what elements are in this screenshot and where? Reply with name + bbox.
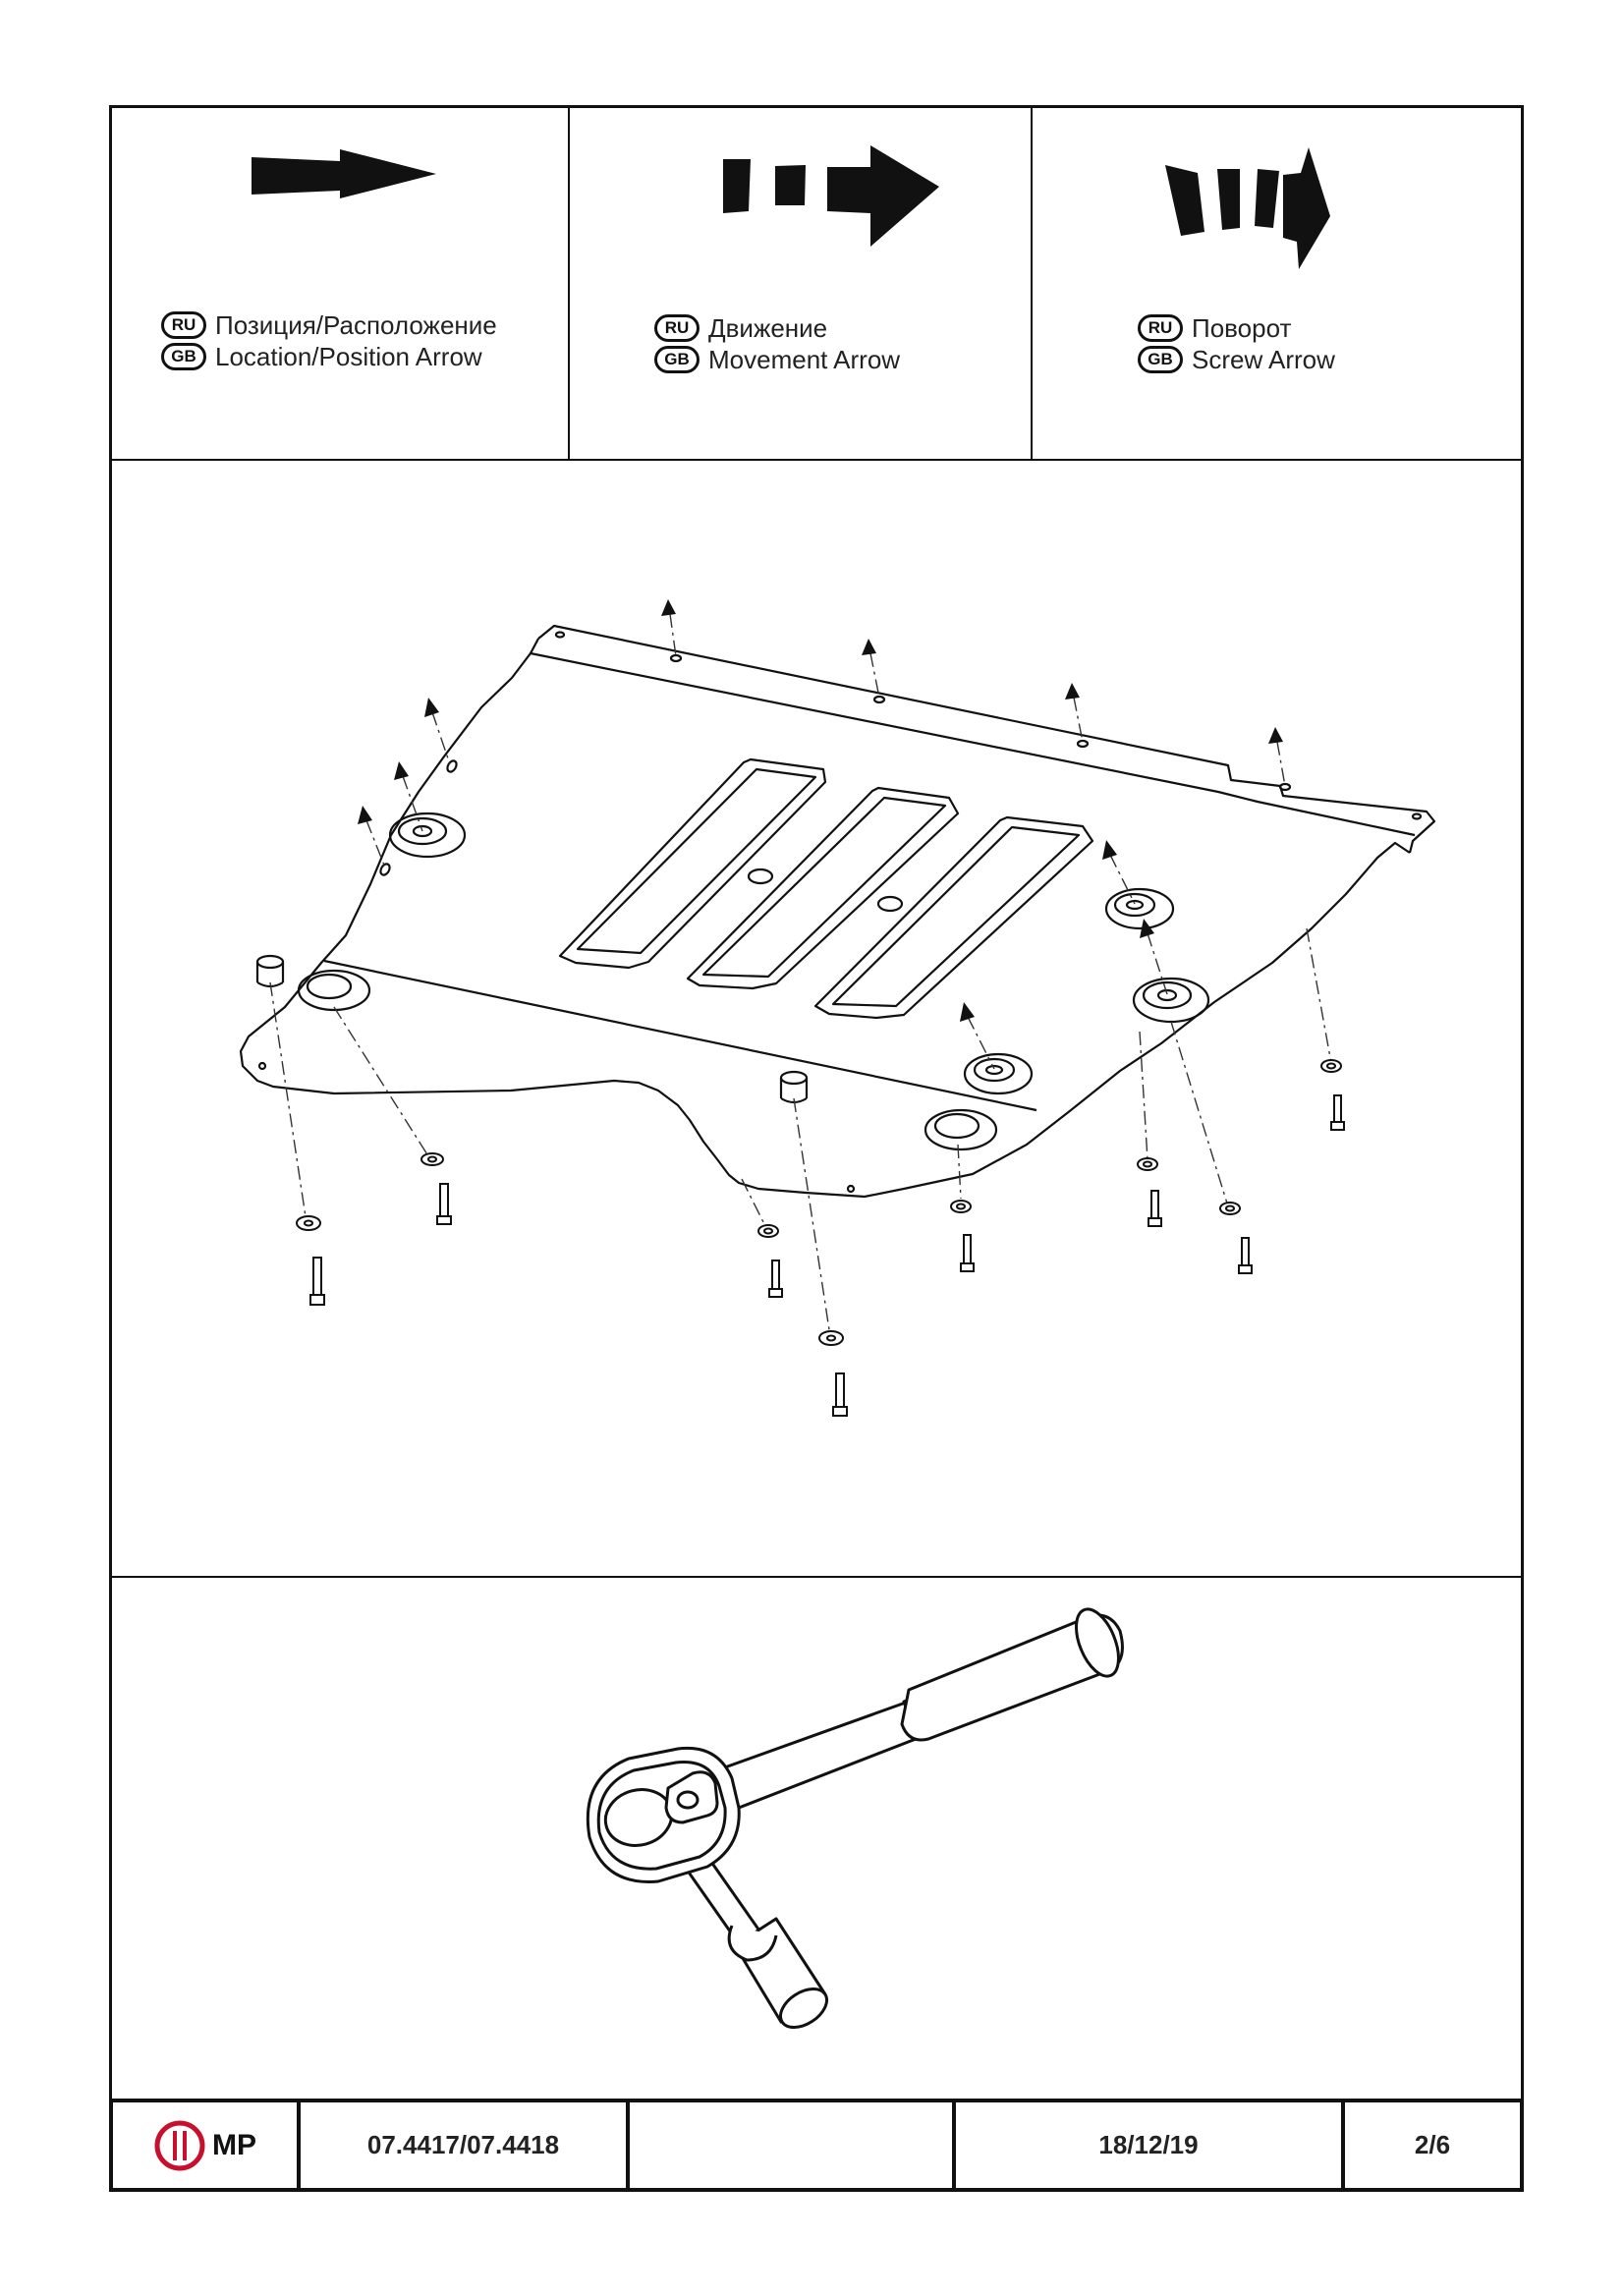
ventilation-slots [558,757,1094,1020]
movement-arrow-icon [723,145,939,247]
bolt-set [818,1330,848,1417]
legend-gb-text: Location/Position Arrow [215,342,482,371]
bolt-set [950,1200,975,1272]
bolt-set [1219,1202,1253,1274]
blank-cell [630,2102,952,2188]
drawing-sheet: RU Позиция/Расположение GB Location/Positi… [109,105,1524,2192]
legend-movement: RU Движение GB Movement Arrow [654,312,900,375]
drawing-date: 18/12/19 [1098,2130,1199,2159]
plate-fold-line [323,959,1037,1112]
ru-badge: RU [1138,314,1183,342]
location-arrow-icon [252,149,436,198]
legend-ru-text: Движение [708,313,828,343]
company-logo: MP [113,2102,297,2188]
legend-divider [112,459,1521,461]
legend-location: RU Позиция/Расположение GB Location/Positi… [161,309,497,372]
gb-badge: GB [1138,346,1183,373]
logo-text: MP [212,2128,256,2161]
bolt-set [757,1224,783,1298]
legend-col-divider-1 [568,108,570,459]
bolt-set [296,1215,325,1306]
diagram-divider [112,1576,1521,1578]
spacers [255,954,809,1104]
ru-badge: RU [654,314,700,342]
title-block: MP 07.4417/07.4418 18/12/19 2/6 [109,2099,1524,2192]
legend-col-divider-2 [1031,108,1033,459]
legend-screw: RU Поворот GB Screw Arrow [1138,312,1335,375]
bolt-set [1137,1157,1162,1227]
ru-badge: RU [161,311,206,339]
legend-ru-text: Позиция/Расположение [215,310,497,340]
plate-outline [239,652,1411,1199]
legend-gb-text: Screw Arrow [1192,345,1335,374]
bolt-set [420,1152,452,1225]
page-number: 2/6 [1414,2130,1451,2159]
screw-arrow-icon [1165,147,1330,269]
bolt-set [1320,1059,1345,1131]
mp-logo-icon [154,2120,205,2170]
gb-badge: GB [654,346,700,373]
plate-top-flange [537,624,1436,854]
part-number: 07.4417/07.4418 [366,2130,560,2159]
gb-badge: GB [161,343,206,370]
legend-ru-text: Поворот [1192,313,1292,343]
legend-gb-text: Movement Arrow [708,345,901,374]
